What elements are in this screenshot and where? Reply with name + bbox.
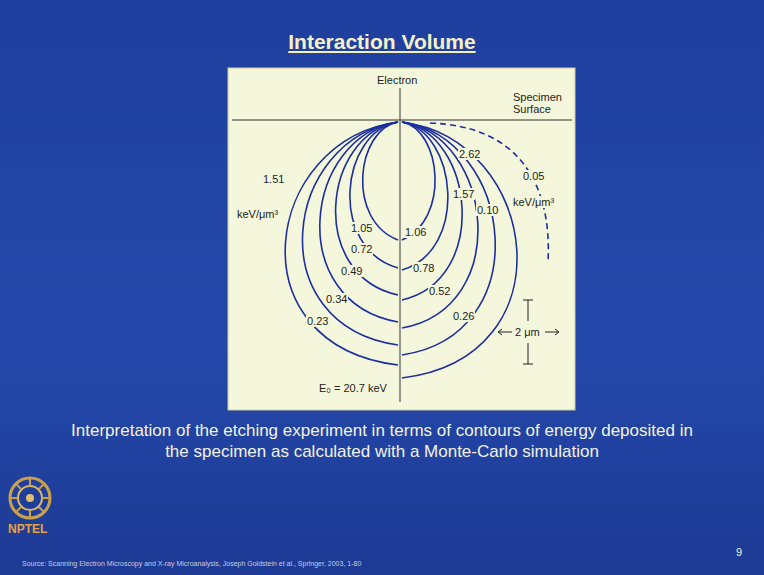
- electron-label: Electron: [376, 74, 418, 86]
- energy-label: E₀ = 20.7 keV: [318, 382, 388, 394]
- figure-panel: [228, 68, 575, 410]
- unit-label: keV/μm³: [512, 196, 555, 208]
- scale-label: 2 μm: [514, 326, 541, 338]
- contour-value: 1.57: [452, 188, 475, 200]
- contour-value: 0.23: [306, 315, 329, 327]
- contour-value: 0.05: [522, 170, 545, 182]
- contour-value: 0.72: [350, 243, 373, 255]
- contour-value: 0.52: [428, 285, 451, 297]
- contour-lines: [285, 122, 548, 378]
- nptel-logo: [10, 478, 50, 518]
- contour-value: 1.06: [404, 226, 427, 238]
- unit-label: keV/μm³: [236, 208, 279, 220]
- slide-title: Interaction Volume: [0, 30, 764, 54]
- contour-value: 1.05: [350, 222, 373, 234]
- contour-value: 2.62: [458, 148, 481, 160]
- contour-value: 0.10: [476, 204, 499, 216]
- page-number: 9: [736, 546, 742, 558]
- scale-bar: [498, 300, 559, 364]
- contour-value: 0.49: [340, 265, 363, 277]
- surface-label: Specimen Surface: [512, 91, 566, 115]
- slide-caption: Interpretation of the etching experiment…: [62, 420, 702, 463]
- beam-axis: [399, 88, 400, 402]
- specimen-surface: [232, 119, 572, 120]
- contour-value: 1.51: [262, 173, 285, 185]
- logo-text: NPTEL: [8, 523, 47, 536]
- contour-value: 0.26: [452, 310, 475, 322]
- source-note: Source: Scanning Electron Microscopy and…: [22, 560, 361, 568]
- contour-value: 0.78: [412, 262, 435, 274]
- contour-value: 0.34: [325, 293, 348, 305]
